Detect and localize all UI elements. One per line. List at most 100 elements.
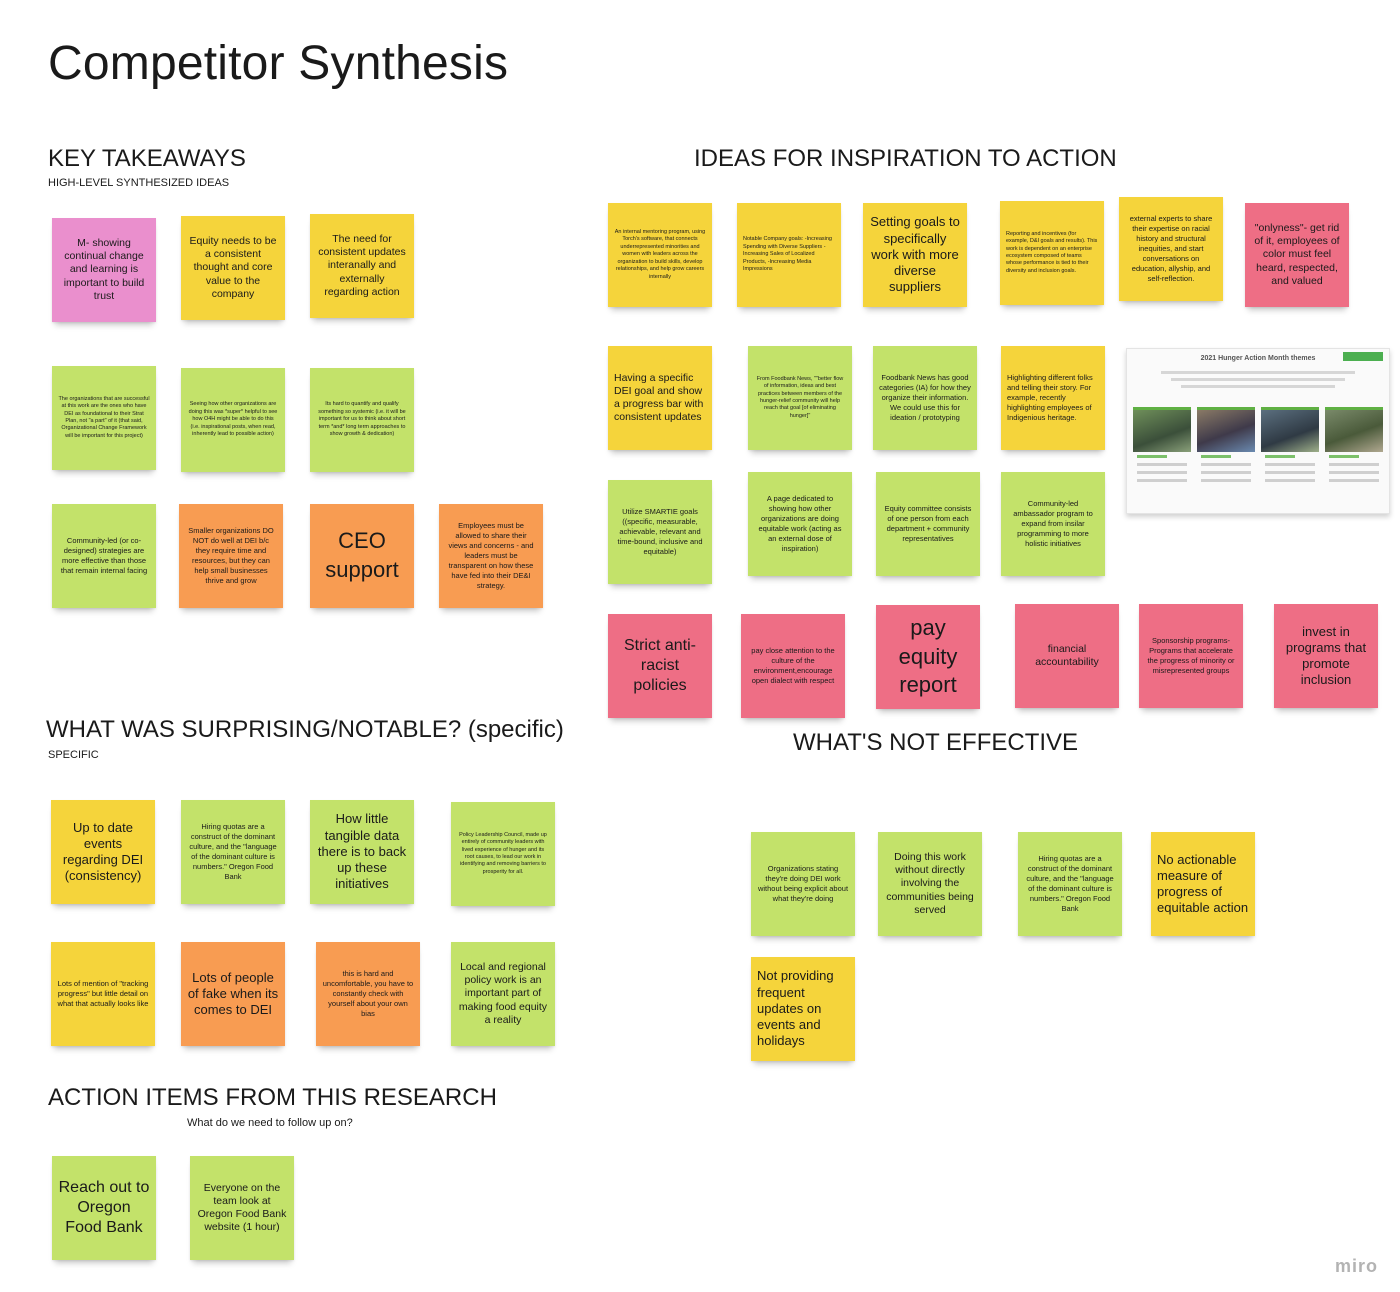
sticky-note-text: Having a specific DEI goal and show a pr… [614, 371, 704, 424]
image-title: 2021 Hunger Action Month themes [1200, 355, 1316, 362]
key-takeaways-heading: KEY TAKEAWAYS [48, 145, 246, 172]
image-photo [1325, 407, 1383, 452]
sticky-note-text: Sponsorship programs-Programs that accel… [1147, 635, 1235, 676]
image-text-column [1265, 455, 1315, 499]
sticky-note-text: Smaller organizations DO NOT do well at … [188, 525, 274, 586]
sticky-note[interactable]: Setting goals to specifically work with … [863, 203, 967, 307]
sticky-note[interactable]: Reporting and incentives (for example, D… [1000, 201, 1104, 305]
image-photo [1133, 407, 1191, 452]
sticky-note[interactable]: Community-led ambassador program to expa… [1001, 472, 1105, 576]
sticky-note[interactable]: Smaller organizations DO NOT do well at … [179, 504, 283, 608]
sticky-note-text: No actionable measure of progress of equ… [1157, 851, 1249, 916]
image-text-line [1181, 385, 1335, 388]
sticky-note[interactable]: Reach out to Oregon Food Bank [52, 1156, 156, 1260]
sticky-note-text: Lots of mention of "tracking progress" b… [57, 978, 149, 1009]
sticky-note-text: Policy Leadership Council, made up entir… [459, 831, 547, 875]
sticky-note-text: Community-led ambassador program to expa… [1013, 498, 1093, 549]
sticky-note[interactable]: Seeing how other organizations are doing… [181, 368, 285, 472]
sticky-note[interactable]: Equity committee consists of one person … [876, 472, 980, 576]
sticky-note[interactable]: Having a specific DEI goal and show a pr… [608, 346, 712, 450]
sticky-note[interactable]: Organizations stating they're doing DEI … [751, 832, 855, 936]
sticky-note-text: Community-led (or co-designed) strategie… [60, 535, 148, 576]
image-photo [1261, 407, 1319, 452]
sticky-note[interactable]: Doing this work without directly involvi… [878, 832, 982, 936]
sticky-note[interactable]: Everyone on the team look at Oregon Food… [190, 1156, 294, 1260]
sticky-note-text: Reporting and incentives (for example, D… [1006, 230, 1098, 274]
sticky-note-text: CEO support [325, 528, 399, 582]
sticky-note[interactable]: The need for consistent updates interana… [310, 214, 414, 318]
sticky-note-text: Employees must be allowed to share their… [448, 520, 534, 591]
sticky-note-text: Foodbank News has good categories (IA) f… [879, 372, 971, 423]
sticky-note[interactable]: M- showing continual change and learning… [52, 218, 156, 322]
sticky-note-text: this is hard and uncomfortable, you have… [322, 968, 414, 1019]
sticky-note[interactable]: pay close attention to the culture of th… [741, 614, 845, 718]
sticky-note-text: Seeing how other organizations are doing… [188, 401, 278, 438]
sticky-note-text: From Foodbank News, ""better flow of inf… [756, 375, 844, 419]
hunger-action-month-image[interactable]: 2021 Hunger Action Month themes [1126, 348, 1390, 514]
not-effective-heading: WHAT'S NOT EFFECTIVE [793, 729, 1079, 756]
sticky-note-text: Its hard to quantify and qualify somethi… [318, 401, 406, 438]
image-text-line [1171, 378, 1345, 381]
sticky-note[interactable]: CEO support [310, 504, 414, 608]
sticky-note-text: pay equity report [898, 615, 958, 698]
sticky-note[interactable]: Up to date events regarding DEI (consist… [51, 800, 155, 904]
sticky-note[interactable]: A page dedicated to showing how other or… [748, 472, 852, 576]
sticky-note[interactable]: No actionable measure of progress of equ… [1151, 832, 1255, 936]
sticky-note-text: Setting goals to specifically work with … [870, 214, 960, 295]
sticky-note[interactable]: Community-led (or co-designed) strategie… [52, 504, 156, 608]
sticky-note[interactable]: Not providing frequent updates on events… [751, 957, 855, 1061]
image-text-line [1161, 371, 1355, 374]
sticky-note-text: Up to date events regarding DEI (consist… [62, 819, 144, 884]
sticky-note-text: Hiring quotas are a construct of the dom… [189, 821, 277, 882]
sticky-note[interactable]: Equity needs to be a consistent thought … [181, 216, 285, 320]
sticky-note[interactable]: Hiring quotas are a construct of the dom… [181, 800, 285, 904]
sticky-note-text: M- showing continual change and learning… [63, 237, 145, 302]
sticky-note-text: Equity committee consists of one person … [884, 503, 972, 544]
sticky-note[interactable]: financial accountability [1015, 604, 1119, 708]
sticky-note-text: invest in programs that promote inclusio… [1285, 623, 1367, 688]
sticky-note[interactable]: this is hard and uncomfortable, you have… [316, 942, 420, 1046]
page-title: Competitor Synthesis [48, 37, 509, 90]
image-text-column [1201, 455, 1251, 499]
sticky-note-text: Notable Company goals: -Increasing Spend… [743, 236, 832, 273]
sticky-note[interactable]: How little tangible data there is to bac… [310, 800, 414, 904]
sticky-note-text: The need for consistent updates interana… [318, 233, 406, 298]
sticky-note[interactable]: Its hard to quantify and qualify somethi… [310, 368, 414, 472]
sticky-note[interactable]: Lots of people of fake when its comes to… [181, 942, 285, 1046]
sticky-note[interactable]: pay equity report [876, 605, 980, 709]
sticky-note-text: The organizations that are successful at… [58, 395, 150, 439]
sticky-note[interactable]: Policy Leadership Council, made up entir… [451, 802, 555, 906]
sticky-note-text: An internal mentoring program, using Tor… [614, 229, 706, 280]
image-text-column [1329, 455, 1379, 499]
sticky-note[interactable]: From Foodbank News, ""better flow of inf… [748, 346, 852, 450]
sticky-note[interactable]: external experts to share their expertis… [1119, 197, 1223, 301]
sticky-note-text: external experts to share their expertis… [1129, 213, 1213, 284]
sticky-note[interactable]: Foodbank News has good categories (IA) f… [873, 346, 977, 450]
sticky-note[interactable]: invest in programs that promote inclusio… [1274, 604, 1378, 708]
sticky-note[interactable]: Sponsorship programs-Programs that accel… [1139, 604, 1243, 708]
sticky-note-text: Doing this work without directly involvi… [886, 851, 974, 916]
sticky-note-text: Reach out to Oregon Food Bank [58, 1179, 150, 1236]
sticky-note[interactable]: "onlyness"- get rid of it, employees of … [1245, 203, 1349, 307]
sticky-note-text: Equity needs to be a consistent thought … [189, 235, 277, 300]
sticky-note[interactable]: Hiring quotas are a construct of the dom… [1018, 832, 1122, 936]
sticky-note[interactable]: Highlighting different folks and telling… [1001, 346, 1105, 450]
sticky-note[interactable]: Local and regional policy work is an imp… [451, 942, 555, 1046]
sticky-note-text: Local and regional policy work is an imp… [458, 961, 548, 1026]
image-badge [1343, 352, 1383, 361]
sticky-note-text: "onlyness"- get rid of it, employees of … [1254, 222, 1340, 287]
sticky-note[interactable]: Employees must be allowed to share their… [439, 504, 543, 608]
sticky-note[interactable]: Notable Company goals: -Increasing Spend… [737, 203, 841, 307]
sticky-note-text: Not providing frequent updates on events… [757, 968, 834, 1049]
sticky-note[interactable]: The organizations that are successful at… [52, 366, 156, 470]
sticky-note-text: Organizations stating they're doing DEI … [757, 863, 849, 904]
sticky-note[interactable]: Lots of mention of "tracking progress" b… [51, 942, 155, 1046]
sticky-note-text: How little tangible data there is to bac… [317, 811, 407, 892]
sticky-note-text: Utilize SMARTIE goals ((specific, measur… [617, 506, 703, 557]
miro-logo: miro [1334, 1256, 1378, 1276]
sticky-note[interactable]: An internal mentoring program, using Tor… [608, 203, 712, 307]
sticky-note[interactable]: Strict anti-racist policies [608, 614, 712, 718]
sticky-note[interactable]: Utilize SMARTIE goals ((specific, measur… [608, 480, 712, 584]
surprising-heading: WHAT WAS SURPRISING/NOTABLE? (specific) [46, 716, 564, 743]
image-text-column [1137, 455, 1187, 499]
